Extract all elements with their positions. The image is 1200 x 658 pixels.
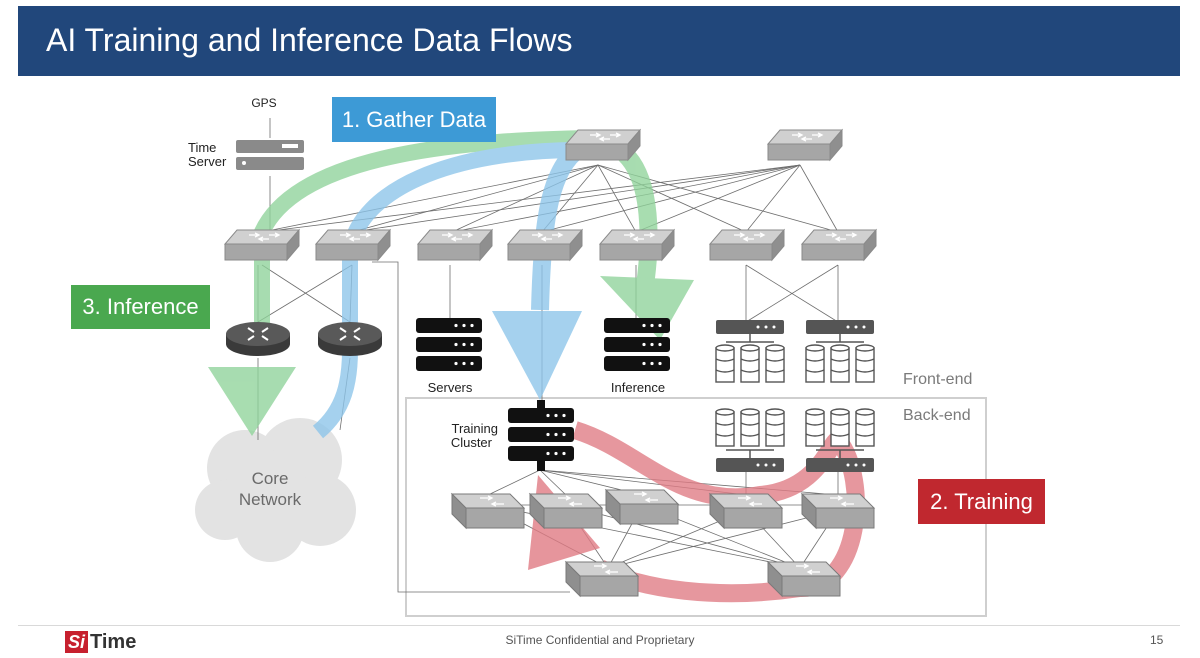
storage-icon xyxy=(805,319,875,383)
switch-icon xyxy=(605,489,679,525)
switch-icon xyxy=(709,229,785,261)
inference-label: Inference xyxy=(611,380,665,395)
switch-icon xyxy=(801,493,875,529)
storage-icon xyxy=(805,408,875,473)
gather-data-flow xyxy=(208,130,694,439)
footer-confidential-text: SiTime Confidential and Proprietary xyxy=(505,633,695,647)
time-server-icon xyxy=(236,140,304,170)
switch-icon xyxy=(767,561,841,597)
router-icon xyxy=(225,321,291,357)
inference-callout: 3. Inference xyxy=(71,285,210,329)
time-server-label-line1: Time xyxy=(188,140,216,155)
switch-icon xyxy=(507,229,583,261)
title-bar xyxy=(18,6,1180,76)
switch-icon xyxy=(565,561,639,597)
storage-icon xyxy=(715,319,785,383)
switch-icon xyxy=(599,229,675,261)
switch-icon xyxy=(565,129,641,161)
servers-label: Servers xyxy=(428,380,473,395)
logo-si: Si xyxy=(65,631,89,653)
sitime-logo: Si Time xyxy=(65,630,136,654)
gps-label: GPS xyxy=(251,96,276,110)
gather-data-callout: 1. Gather Data xyxy=(332,97,496,142)
time-server-label-line2: Server xyxy=(188,154,227,169)
cloud-icon xyxy=(195,418,356,562)
back-end-label: Back-end xyxy=(903,407,971,424)
router-icon xyxy=(317,321,383,357)
switch-icon xyxy=(709,493,783,529)
training-cluster-icon xyxy=(508,400,574,471)
gather-data-callout-text: 1. Gather Data xyxy=(341,106,487,132)
slide-title: AI Training and Inference Data Flows xyxy=(46,22,573,58)
core-network-label-line1: Core xyxy=(252,469,289,488)
footer-divider xyxy=(18,625,1180,626)
training-callout: 2. Training xyxy=(918,479,1045,524)
training-cluster-label-line1: Training xyxy=(452,421,498,436)
logo-time: Time xyxy=(90,630,137,653)
switch-icon xyxy=(417,229,493,261)
switch-icon xyxy=(451,493,525,529)
switch-icon xyxy=(529,493,603,529)
core-network-label-line2: Network xyxy=(239,490,302,509)
inference-callout-text: 3. Inference xyxy=(82,294,199,319)
switch-icon xyxy=(224,229,300,261)
storage-icon xyxy=(715,408,785,473)
training-cluster-label-line2: Cluster xyxy=(451,435,493,450)
training-callout-text: 2. Training xyxy=(930,488,1033,514)
switch-icon xyxy=(315,229,391,261)
switch-icon xyxy=(767,129,843,161)
server-rack-icon xyxy=(416,318,482,371)
page-number: 15 xyxy=(1150,633,1164,647)
switch-icon xyxy=(801,229,877,261)
server-rack-icon xyxy=(604,318,670,371)
front-end-label: Front-end xyxy=(903,371,972,388)
